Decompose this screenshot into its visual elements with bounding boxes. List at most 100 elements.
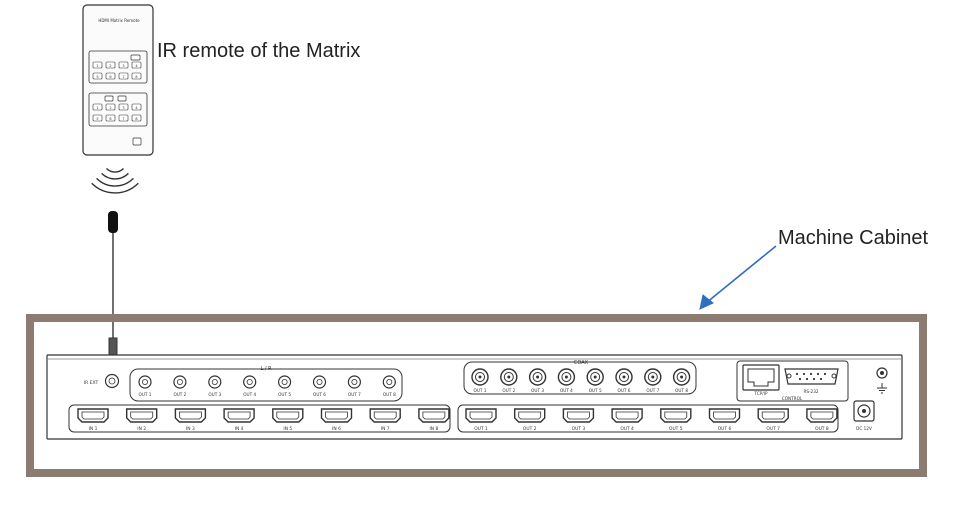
hdmi-output-port-inner xyxy=(713,411,736,420)
lr-output-label: OUT 5 xyxy=(278,392,291,397)
hdmi-input-label: IN 7 xyxy=(381,426,390,432)
hdmi-input-port xyxy=(77,408,109,423)
lr-jack-inner xyxy=(246,378,253,385)
coax-group-box xyxy=(463,361,697,395)
remote-row-a-top-key-label: 3 xyxy=(122,64,124,68)
hdmi-input-port xyxy=(223,408,255,423)
lr-output-label: OUT 8 xyxy=(383,392,396,397)
remote-panel-a xyxy=(88,50,148,84)
ir-wave xyxy=(96,177,134,187)
remote-row-a-bottom-key-label: 8 xyxy=(135,75,137,79)
coax-jack-pin xyxy=(478,375,482,379)
ground-screw-center xyxy=(880,371,884,375)
cabinet-pointer-arrow xyxy=(699,245,777,310)
remote-row-b-bottom-key-label: 7 xyxy=(122,117,124,121)
remote-row-b-top-key-label: 1 xyxy=(96,106,98,110)
hdmi-output-label: OUT 7 xyxy=(766,426,780,432)
ir-ext-jack-inner xyxy=(108,377,116,385)
rs232-screw xyxy=(786,373,792,379)
remote-row-a-bottom-key xyxy=(131,72,142,80)
hdmi-input-label: IN 1 xyxy=(89,426,98,432)
lr-output-label: OUT 4 xyxy=(243,392,256,397)
coax-jack-pin xyxy=(680,375,684,379)
coax-output-label: OUT 7 xyxy=(646,388,659,393)
hdmi-output-label: OUT 5 xyxy=(669,426,683,432)
remote-row-b-bottom-key xyxy=(105,114,116,122)
hdmi-input-label: IN 6 xyxy=(332,426,341,432)
rs232-pin xyxy=(798,377,802,381)
coax-output-label: OUT 6 xyxy=(618,388,631,393)
hdmi-input-port-inner xyxy=(81,411,105,420)
remote-row-b-bottom-key xyxy=(118,114,129,122)
lr-output-label: OUT 7 xyxy=(348,392,361,397)
cabinet-callout-label: Machine Cabinet xyxy=(778,227,929,249)
lr-output-label: OUT 1 xyxy=(139,392,152,397)
cabinet-frame xyxy=(26,314,927,477)
hdmi-output-port-inner xyxy=(664,411,688,420)
lr-jack-inner xyxy=(316,378,323,385)
rs232-pin xyxy=(816,372,820,376)
hdmi-output-port-inner xyxy=(761,411,785,420)
lr-group-box xyxy=(129,368,403,402)
coax-jack-pin xyxy=(651,375,655,379)
remote-row-b-top-key xyxy=(92,103,103,111)
remote-row-a-top-key-label: 1 xyxy=(96,64,98,68)
rs232-pin xyxy=(809,372,813,376)
coax-output-label: OUT 1 xyxy=(474,388,487,393)
coax-output-label: OUT 8 xyxy=(675,388,688,393)
remote-row-b-top-key-label: 3 xyxy=(122,106,124,110)
remote-row-a-top-key-label: 4 xyxy=(135,64,138,68)
rs232-pin xyxy=(805,377,809,381)
hdmi-output-label: OUT 3 xyxy=(572,426,586,432)
hdmi-output-label: OUT 2 xyxy=(523,426,537,432)
hdmi-input-label: IN 4 xyxy=(235,426,244,432)
hdmi-input-port xyxy=(174,408,207,423)
coax-jack-pin xyxy=(536,375,540,379)
remote-panel-b xyxy=(88,92,148,127)
hdmi-output-port-inner xyxy=(469,411,493,420)
ir-extender-cable xyxy=(108,211,118,363)
remote-row-b-bottom-key xyxy=(92,114,103,122)
hdmi-input-port xyxy=(126,408,158,423)
remote-row-a-bottom-key xyxy=(105,72,116,80)
coax-group-label: COAX xyxy=(574,360,589,366)
hdmi-input-port-inner xyxy=(179,411,202,420)
hdmi-output-port-inner xyxy=(518,411,542,420)
remote-row-a-top-key xyxy=(105,61,116,69)
remote-row-a-bottom-key-label: 6 xyxy=(109,75,111,79)
remote-row-a-top-key xyxy=(92,61,103,69)
hdmi-output-port xyxy=(611,408,643,423)
remote-row-b-top-key xyxy=(131,103,142,111)
rs232-port xyxy=(784,368,839,385)
dc-label: DC 12V xyxy=(856,426,872,431)
remote-row-b-bottom-key-label: 8 xyxy=(135,117,137,121)
lr-jack-inner xyxy=(176,378,183,385)
rs232-pin xyxy=(812,377,816,381)
hdmi-output-port xyxy=(757,408,789,423)
remote-row-b-bottom-key-label: 5 xyxy=(96,117,98,121)
remote-power-button xyxy=(132,137,142,146)
hdmi-output-port xyxy=(562,408,595,423)
remote-header-text: HDMI Matrix Remote xyxy=(98,18,140,23)
lr-jack-inner xyxy=(281,378,288,385)
remote-row-b-top-key-label: 2 xyxy=(109,106,111,110)
hdmi-input-port-inner xyxy=(325,411,348,420)
hdmi-output-port-inner xyxy=(615,411,639,420)
hdmi-output-port xyxy=(708,408,741,423)
lr-jack-inner xyxy=(351,378,358,385)
hdmi-input-label: IN 3 xyxy=(186,426,195,432)
control-group-box xyxy=(736,360,849,402)
rs232-pin xyxy=(802,372,806,376)
hdmi-input-port-inner xyxy=(130,411,154,420)
tcpip-port xyxy=(747,368,775,387)
hdmi-output-port xyxy=(514,408,546,423)
remote-row-a-top-key xyxy=(118,61,129,69)
ir-receiver-head xyxy=(108,211,118,233)
lr-output-label: OUT 6 xyxy=(313,392,326,397)
lr-jack-inner xyxy=(386,378,393,385)
remote-row-a-top-key-label: 2 xyxy=(109,64,111,68)
coax-output-label: OUT 3 xyxy=(531,388,544,393)
